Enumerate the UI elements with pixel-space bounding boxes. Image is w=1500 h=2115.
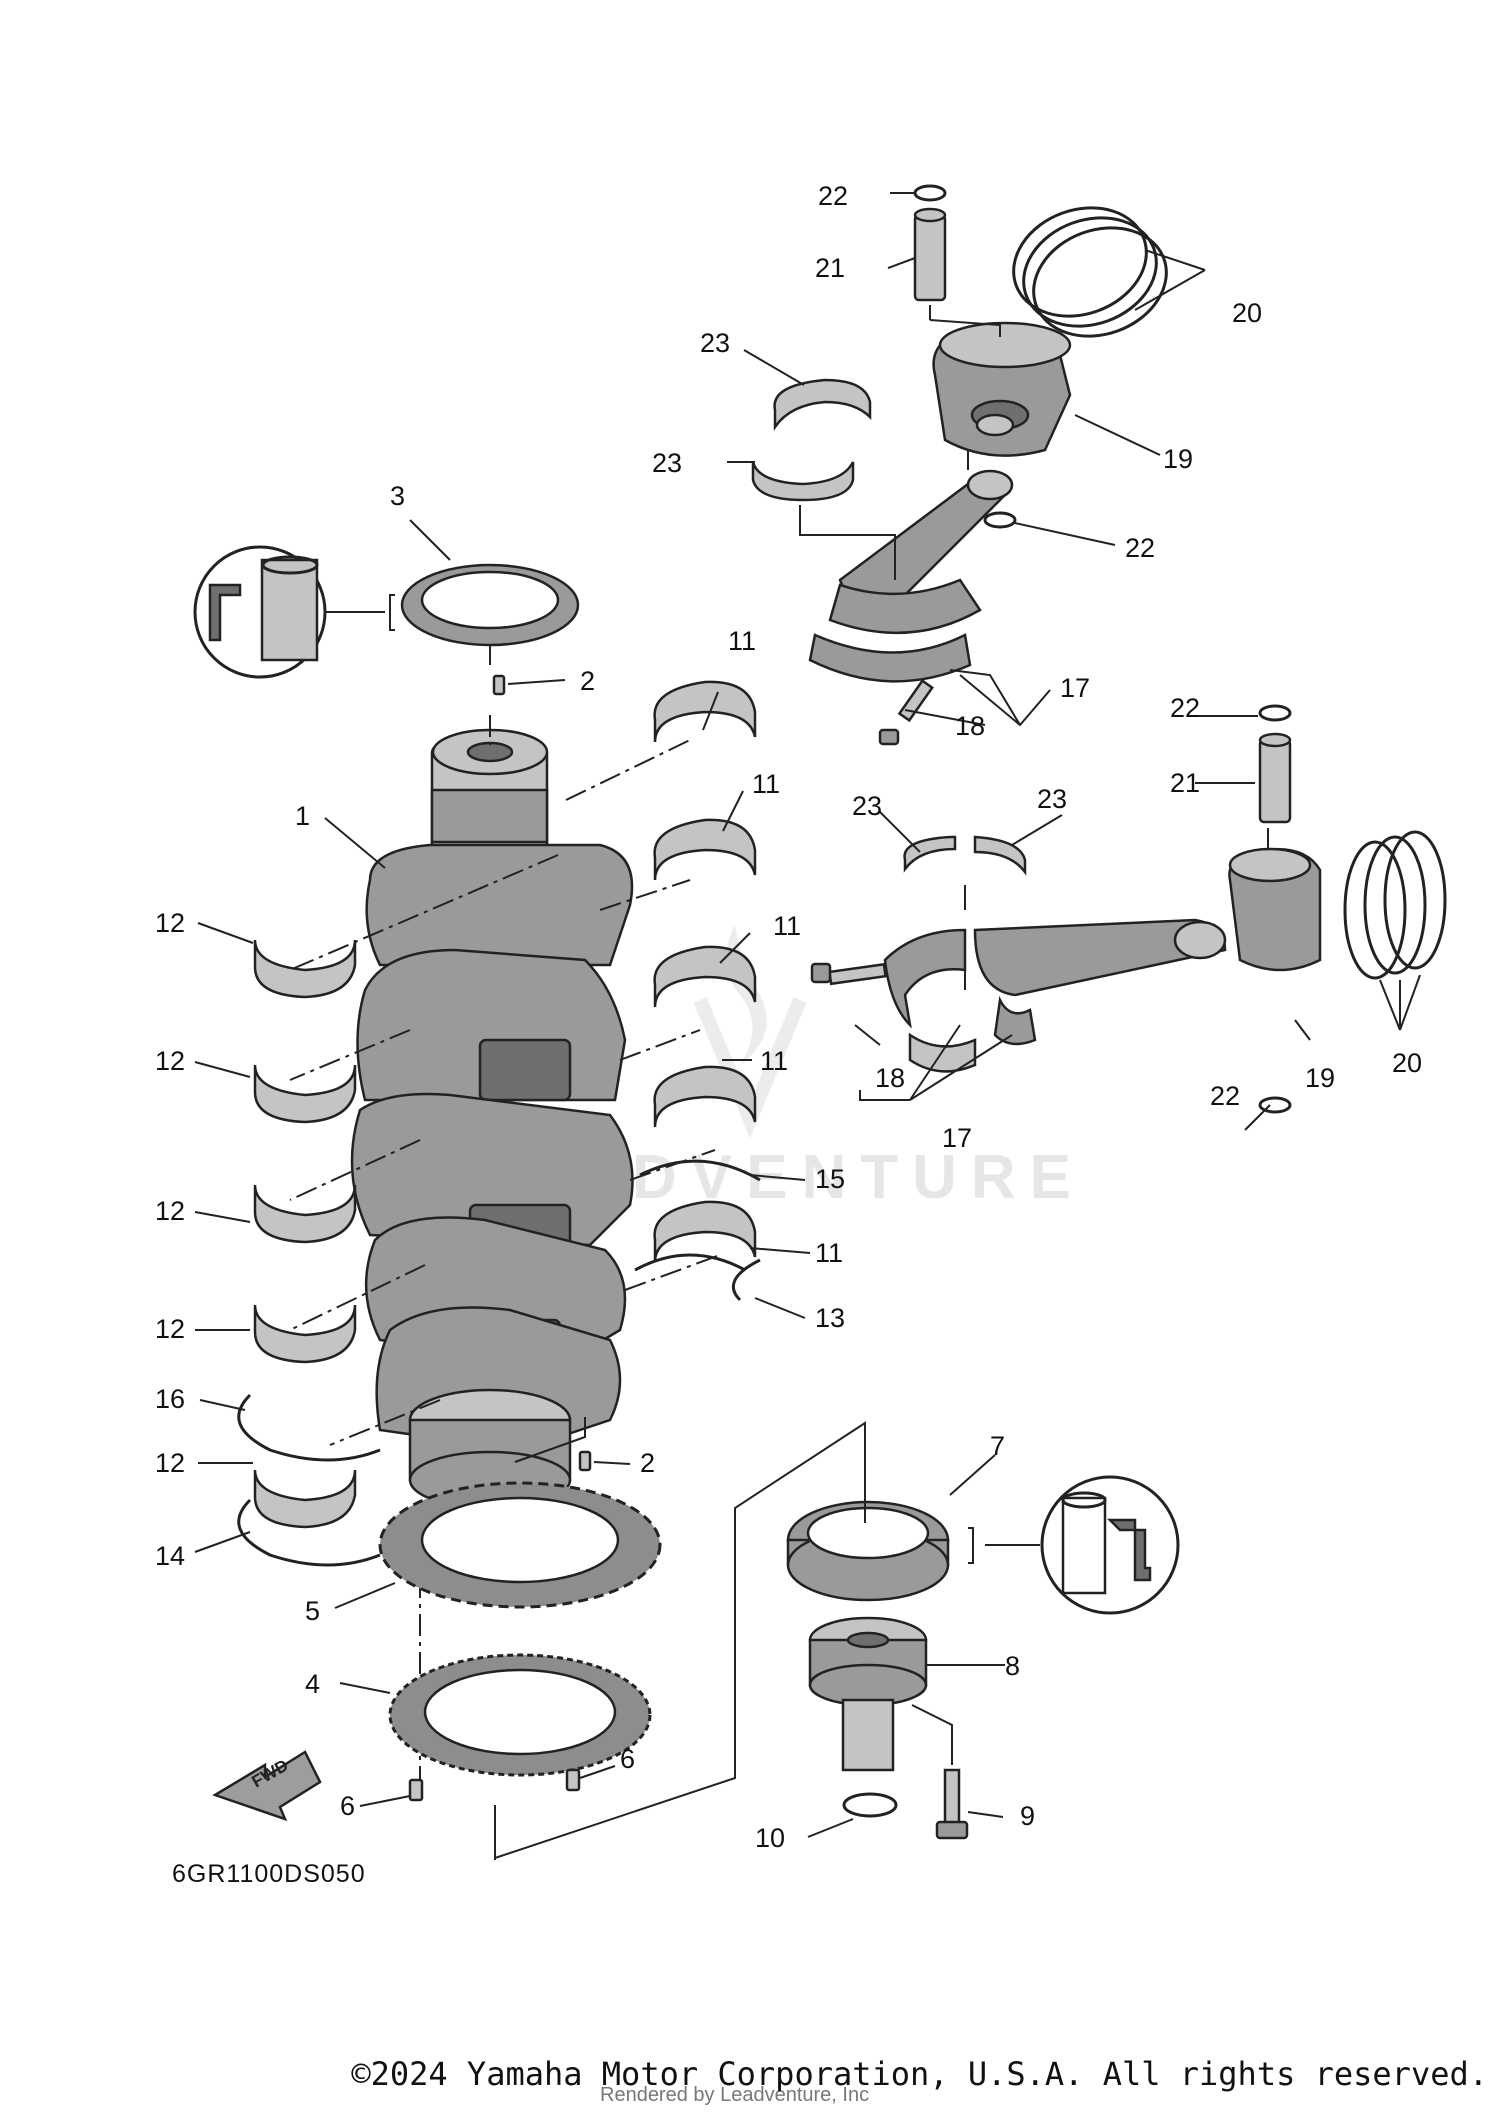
callout-12-e: 12 bbox=[155, 1448, 185, 1478]
callout-22-c: 22 bbox=[1170, 693, 1200, 723]
circlip-lower-top[interactable] bbox=[1258, 704, 1292, 722]
gear-bolt-left[interactable] bbox=[408, 1778, 424, 1802]
rear-oil-seal[interactable] bbox=[786, 1500, 950, 1602]
callout-11-d: 11 bbox=[760, 1046, 788, 1076]
callout-labels: 1 2 2 3 4 5 6 6 7 8 9 10 11 11 11 11 11 … bbox=[155, 181, 1422, 1853]
callout-23-a: 23 bbox=[700, 328, 730, 358]
copyright-notice: ©2024 Yamaha Motor Corporation, U.S.A. A… bbox=[351, 2055, 1488, 2093]
callout-18-lower: 18 bbox=[875, 1063, 905, 1093]
callout-19-lower: 19 bbox=[1305, 1063, 1335, 1093]
callout-22-d: 22 bbox=[1210, 1081, 1240, 1111]
callout-13: 13 bbox=[815, 1303, 845, 1333]
callout-22-b: 22 bbox=[1125, 533, 1155, 563]
callout-11-e: 11 bbox=[815, 1238, 843, 1268]
piston-rings-lower[interactable] bbox=[1343, 830, 1447, 980]
connecting-rod-lower[interactable] bbox=[883, 918, 1227, 1073]
callout-21-lower: 21 bbox=[1170, 768, 1200, 798]
drive-hub[interactable] bbox=[808, 1616, 928, 1772]
callout-11-c: 11 bbox=[773, 911, 801, 941]
rod-bolt-upper[interactable] bbox=[878, 679, 934, 746]
main-bearing-upper-set[interactable] bbox=[634, 680, 761, 1302]
piston-rings-upper[interactable] bbox=[998, 190, 1181, 354]
circlip-upper-bottom[interactable] bbox=[983, 511, 1017, 529]
callout-1: 1 bbox=[295, 801, 310, 831]
callout-15: 15 bbox=[815, 1164, 845, 1194]
callout-2-upper: 2 bbox=[580, 666, 595, 696]
timing-sprocket[interactable] bbox=[378, 1481, 662, 1609]
main-bearing-lower-set[interactable] bbox=[237, 939, 381, 1567]
callout-2-lower: 2 bbox=[640, 1448, 655, 1478]
callout-21-upper: 21 bbox=[815, 253, 845, 283]
gear-bolt-right[interactable] bbox=[565, 1768, 581, 1792]
callout-4: 4 bbox=[305, 1669, 320, 1699]
drawing-code: 6GR1100DS050 bbox=[172, 1860, 366, 1888]
circlip-lower-bottom[interactable] bbox=[1258, 1096, 1292, 1114]
piston-upper[interactable] bbox=[932, 321, 1072, 457]
callout-23-b: 23 bbox=[652, 448, 682, 478]
front-oil-seal[interactable] bbox=[400, 563, 580, 665]
dowel-pin-upper[interactable] bbox=[492, 674, 566, 696]
circlip-upper-top[interactable] bbox=[913, 184, 947, 202]
dowel-pin-lower[interactable] bbox=[578, 1450, 631, 1472]
callout-leaders bbox=[194, 192, 1421, 1838]
callout-6-left: 6 bbox=[340, 1791, 355, 1821]
connecting-rod-upper[interactable] bbox=[808, 469, 1014, 683]
callout-17-lower: 17 bbox=[942, 1123, 972, 1153]
callout-22-a: 22 bbox=[818, 181, 848, 211]
rod-bearing-lower-pair[interactable] bbox=[903, 835, 1027, 910]
callout-23-d: 23 bbox=[1037, 784, 1067, 814]
callout-12-c: 12 bbox=[155, 1196, 185, 1226]
callout-19-upper: 19 bbox=[1163, 444, 1193, 474]
callout-8: 8 bbox=[1005, 1651, 1020, 1681]
o-ring[interactable] bbox=[842, 1792, 898, 1818]
callout-5: 5 bbox=[305, 1596, 320, 1626]
callout-20-upper: 20 bbox=[1232, 298, 1262, 328]
rod-bearing-upper-pair[interactable] bbox=[751, 378, 896, 580]
callout-12-a: 12 bbox=[155, 908, 185, 938]
callout-11-b: 11 bbox=[752, 769, 780, 799]
callout-12-b: 12 bbox=[155, 1046, 185, 1076]
callout-14: 14 bbox=[155, 1541, 185, 1571]
callout-6-right: 6 bbox=[620, 1744, 635, 1774]
hub-bolt[interactable] bbox=[935, 1768, 969, 1840]
rear-assembly-leaders bbox=[494, 1417, 953, 1860]
seal-detail-inset-front bbox=[193, 545, 395, 679]
callout-16: 16 bbox=[155, 1384, 185, 1414]
callout-7: 7 bbox=[990, 1431, 1005, 1461]
callout-12-d: 12 bbox=[155, 1314, 185, 1344]
piston-pin-upper[interactable] bbox=[913, 207, 1001, 337]
callout-17-upper: 17 bbox=[1060, 673, 1090, 703]
ring-gear[interactable] bbox=[388, 1653, 652, 1777]
callout-18-upper: 18 bbox=[955, 711, 985, 741]
forward-arrow-icon: FWD bbox=[212, 1750, 322, 1822]
callout-20-lower: 20 bbox=[1392, 1048, 1422, 1078]
callout-3: 3 bbox=[390, 481, 405, 511]
callout-23-c: 23 bbox=[852, 791, 882, 821]
callout-11-a: 11 bbox=[728, 626, 756, 656]
rod-bolt-lower[interactable] bbox=[810, 962, 887, 986]
callout-10: 10 bbox=[755, 1823, 785, 1853]
piston-lower[interactable] bbox=[1228, 847, 1322, 972]
crankshaft[interactable] bbox=[350, 728, 634, 1510]
piston-pin-lower[interactable] bbox=[1258, 732, 1292, 824]
seal-detail-inset-rear bbox=[968, 1475, 1180, 1615]
rendered-by-note: Rendered by Leadventure, Inc bbox=[600, 2084, 870, 2106]
callout-9: 9 bbox=[1020, 1801, 1035, 1831]
